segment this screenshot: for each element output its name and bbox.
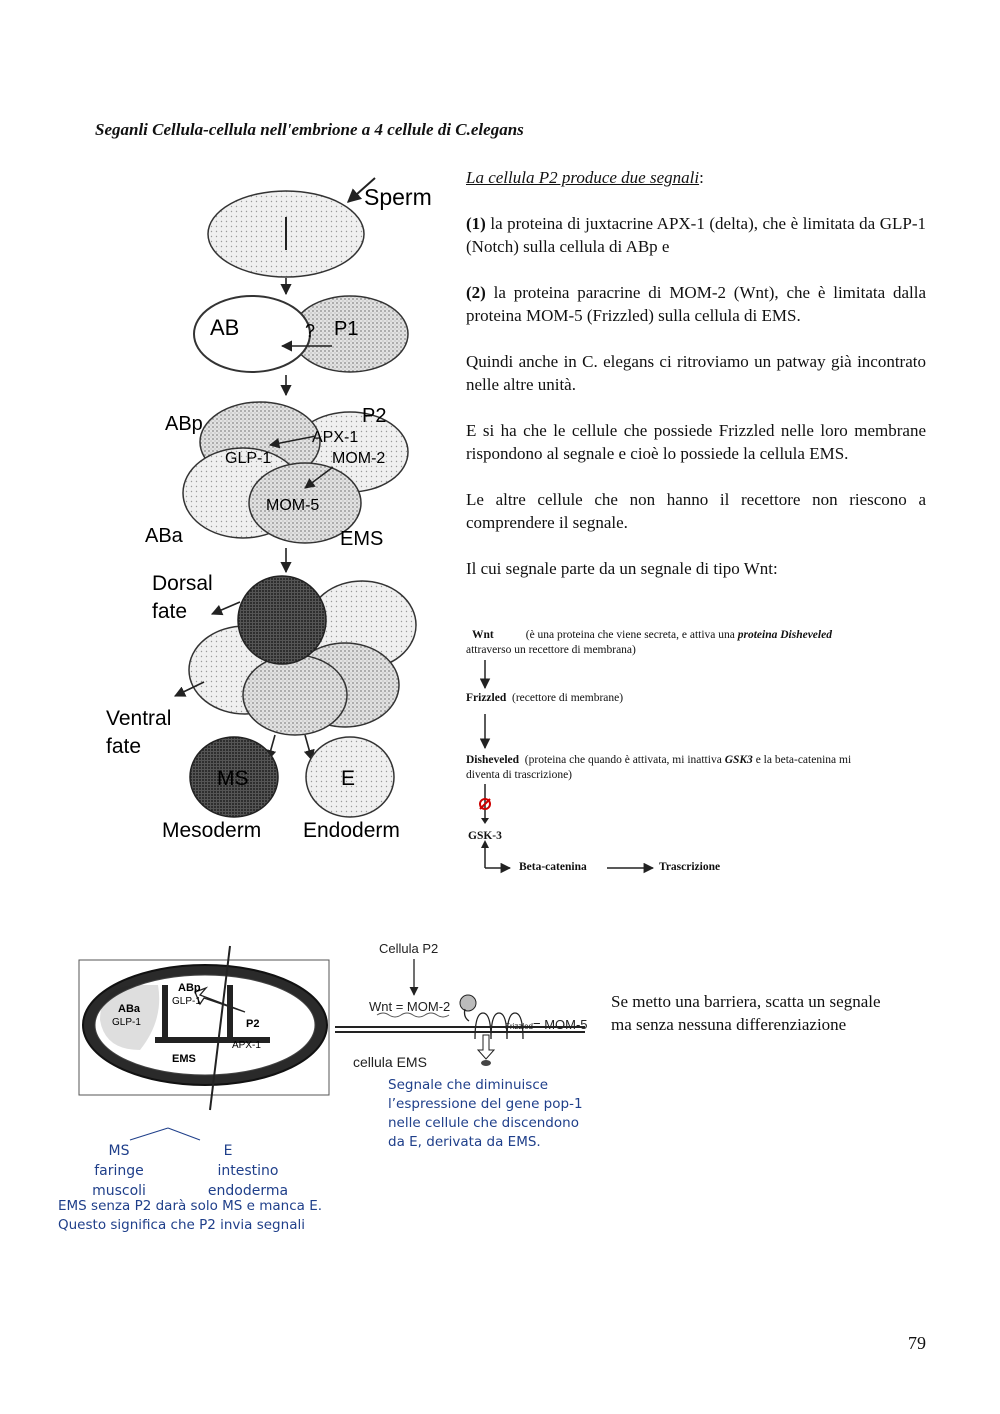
ms-cell: [189, 736, 279, 818]
label-abp: ABp: [165, 413, 203, 435]
barrier-embryo-diagram: ABp GLP-1 ABa GLP-1 P2 APX-1 EMS: [78, 945, 330, 1141]
label-apx1: APX-1: [312, 429, 358, 446]
paragraph-4: E si ha che le cellule che possiede Friz…: [466, 421, 926, 463]
inhibition-diagram: [479, 784, 655, 874]
pathway-wnt: Wnt(è una proteina che viene secreta, e …: [466, 629, 832, 656]
page-number: 79: [908, 1333, 926, 1353]
label-ems: EMS: [340, 528, 383, 550]
ms-fate: MS faringe muscoli: [92, 1143, 146, 1199]
ab-cell: [193, 295, 311, 373]
pathway-frizzled: Frizzled (recettore di membrane): [466, 692, 624, 704]
e-fate: E intestino endoderma: [207, 1143, 289, 1199]
label-question: ?: [305, 321, 315, 341]
label-p1: P1: [334, 318, 358, 340]
label-dorsal: Dorsal: [152, 572, 213, 595]
label-ab: AB: [210, 315, 239, 340]
label-glp1: GLP-1: [225, 450, 271, 467]
label-ems-2: EMS: [172, 1053, 196, 1065]
label-ventral: Ventral: [106, 707, 171, 730]
label-glp1-top: GLP-1: [172, 996, 201, 1007]
dorsal-cell: [237, 575, 327, 665]
label-p2-2: P2: [246, 1018, 259, 1030]
ems-cell: [248, 462, 362, 544]
label-mom5-2: = MOM-5: [533, 1017, 588, 1032]
label-frizzled: Frizzled: [505, 1022, 533, 1031]
pathway-disheveled: Disheveled (proteina che quando è attiva…: [466, 754, 852, 781]
paragraph-6: Il cui segnale parte da un segnale di ti…: [466, 559, 778, 578]
label-glp1-left: GLP-1: [112, 1017, 141, 1028]
e-cell: [305, 736, 395, 818]
label-aba-2: ABa: [118, 1003, 141, 1015]
paragraph-5: Le altre cellule che non hanno il recett…: [466, 490, 926, 532]
membrane-signal-diagram: Cellula P2 Wnt = MOM-2 Frizzled = MOM-5 …: [335, 941, 588, 1070]
label-apx1-2: APX-1: [232, 1040, 261, 1051]
label-mom2: MOM-2: [332, 450, 385, 467]
label-ms: MS: [217, 767, 249, 790]
pop1-note: Segnale che diminuisce l’espressione del…: [388, 1077, 583, 1150]
label-sperm: Sperm: [364, 184, 432, 210]
paragraph-3: Quindi anche in C. elegans ci ritroviamo…: [466, 352, 926, 394]
label-dorsal-fate: fate: [152, 600, 187, 623]
label-cellula-p2: Cellula P2: [379, 941, 438, 956]
label-e: E: [341, 767, 355, 790]
signal-1: (1) la proteina di juxtacrine APX-1 (del…: [466, 214, 926, 256]
embryo-diagram: Sperm AB ? P1 ABp P2 APX-1 GLP-1 MOM-2 M…: [106, 177, 432, 842]
signal-2: (2) la proteina paracrine di MOM-2 (Wnt)…: [466, 283, 926, 325]
label-p2: P2: [362, 405, 386, 427]
page-title: Seganli Cellula-cellula nell'embrione a …: [95, 120, 524, 139]
arrow-frizzled-disheveled: [479, 714, 491, 750]
arrow-wnt-frizzled: [479, 660, 491, 690]
inhibit-icon: [479, 798, 491, 810]
pathway-beta-catenina: Beta-catenina: [519, 861, 587, 873]
pathway-trascrizione: Trascrizione: [659, 861, 721, 873]
label-ventral-fate: fate: [106, 735, 141, 758]
label-aba: ABa: [145, 525, 184, 547]
barrier-text: Se metto una barriera, scatta un segnale…: [611, 992, 881, 1034]
text-block: La cellula P2 produce due segnali: (1) l…: [466, 168, 926, 578]
label-endoderm: Endoderm: [303, 819, 400, 842]
barrier-note: EMS senza P2 darà solo MS e manca E. Que…: [58, 1198, 323, 1233]
p2-heading: La cellula P2 produce due segnali: [466, 168, 700, 187]
label-wnt-mom2: Wnt = MOM-2: [369, 999, 450, 1014]
label-mom5: MOM-5: [266, 497, 319, 514]
label-cellula-ems: cellula EMS: [353, 1054, 427, 1070]
pathway-gsk3: GSK-3: [468, 830, 502, 842]
label-abp-2: ABp: [178, 982, 201, 994]
label-mesoderm: Mesoderm: [162, 819, 261, 842]
